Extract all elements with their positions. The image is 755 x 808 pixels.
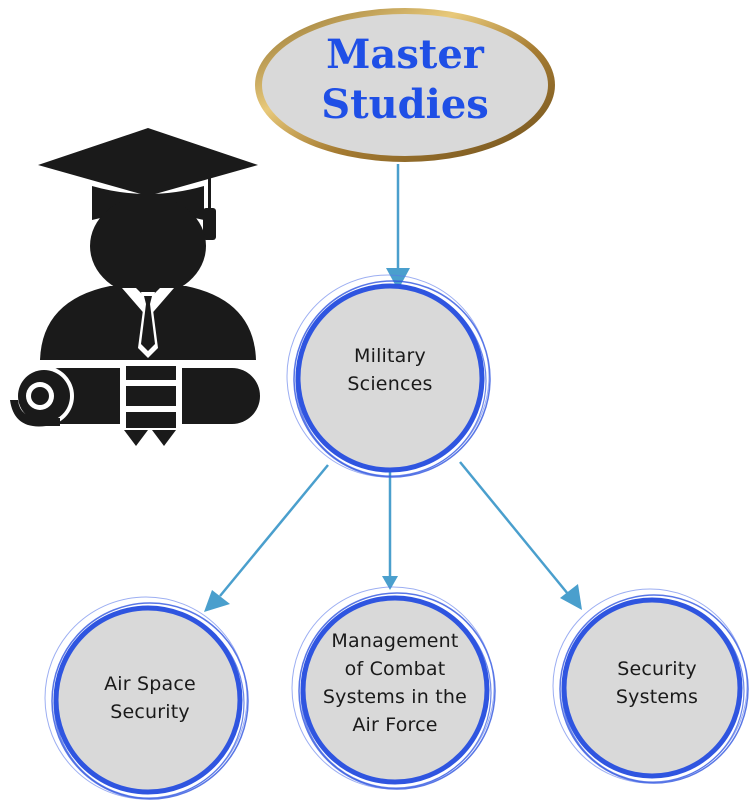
air-space-security-line1: Air Space (104, 673, 196, 695)
arrowhead-military (386, 268, 410, 290)
military-sciences-label: Military Sciences (300, 342, 480, 398)
arrow-military-to-security (459, 461, 569, 595)
management-combat-line2: of Combat (344, 658, 446, 680)
military-sciences-line2: Sciences (347, 373, 433, 395)
management-combat-line1: Management (331, 630, 459, 652)
arrowhead-management (382, 576, 398, 590)
root-title-line1: Master (326, 31, 484, 78)
management-combat-label: Management of Combat Systems in the Air … (305, 627, 485, 739)
military-sciences-node (286, 274, 491, 478)
military-sciences-line1: Military (354, 345, 426, 367)
root-node (255, 8, 555, 162)
security-systems-node (552, 588, 749, 784)
security-systems-label: Security Systems (572, 655, 742, 711)
root-title-line2: Studies (321, 81, 489, 128)
graduate-with-diploma-icon (10, 128, 260, 446)
management-combat-line4: Air Force (352, 714, 438, 736)
arrow-military-to-airspace (219, 464, 329, 597)
security-systems-line1: Security (617, 658, 697, 680)
air-space-security-node (44, 596, 249, 800)
security-systems-line2: Systems (615, 686, 699, 708)
air-space-security-label: Air Space Security (60, 670, 240, 726)
management-combat-node (291, 586, 496, 790)
arrowhead-security (560, 584, 582, 610)
arrowhead-airspace (204, 590, 230, 612)
connectors (204, 164, 582, 612)
air-space-security-line2: Security (110, 701, 190, 723)
root-title: Master Studies (290, 30, 520, 130)
management-combat-line3: Systems in the (322, 686, 468, 708)
